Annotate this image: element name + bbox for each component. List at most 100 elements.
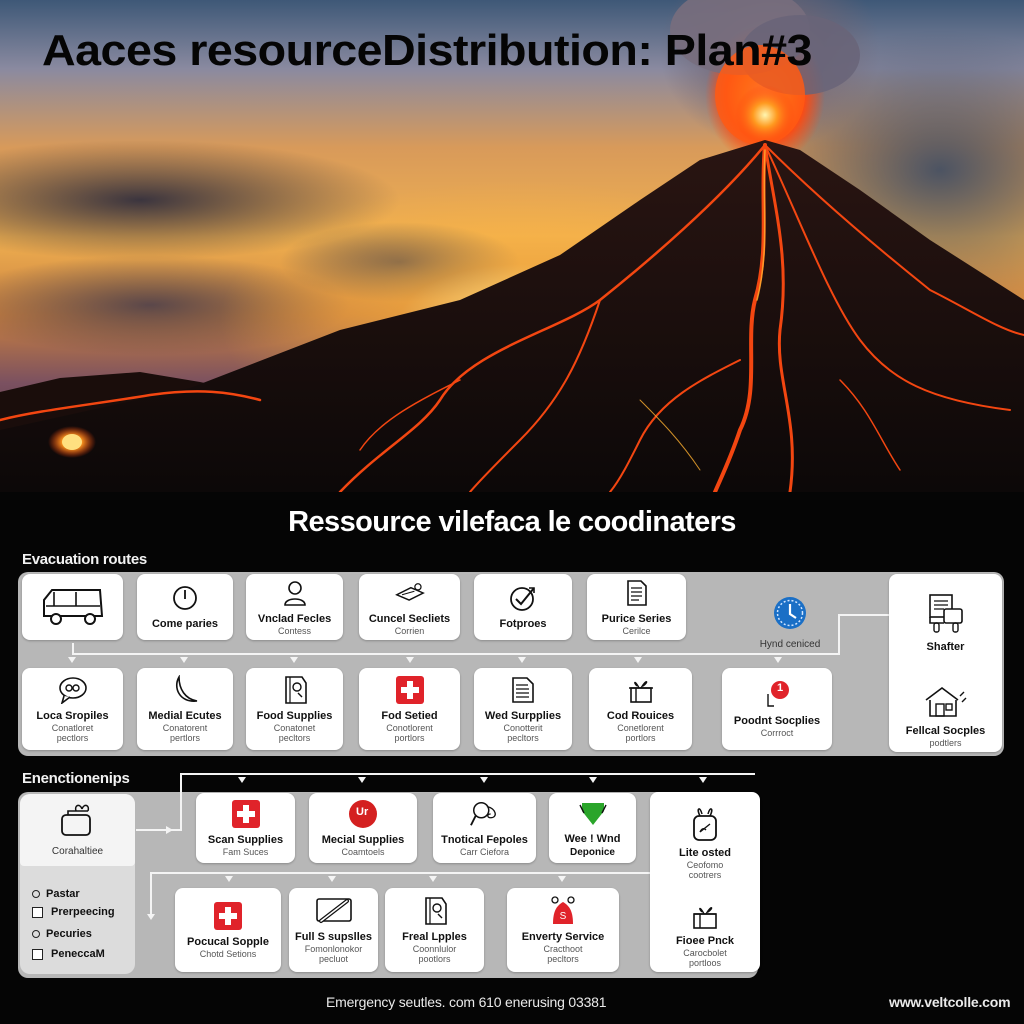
evac-card-purice-series[interactable]: Purice Series Cerilce [587, 574, 686, 640]
evac-card-loca-sropiles[interactable]: Loca Sropiles Conatloret pectlors [22, 668, 123, 750]
evac-side-card[interactable]: Shafter Fellcal Socples podtlers [889, 574, 1002, 752]
emerg-card-wee-wnd[interactable]: Wee ! Wnd Deponice [549, 793, 636, 863]
card-subtitle-2: portlors [625, 733, 656, 743]
icon-glyph: Ur [356, 805, 369, 818]
red-circle-icon: Ur [348, 799, 378, 829]
connector [136, 829, 180, 831]
emerg-card-enverty-service[interactable]: S Enverty Service Cracthoot pecltors [507, 888, 619, 972]
green-shield-icon [578, 798, 608, 828]
card-subtitle: Carocbolet [683, 948, 727, 958]
arrow-down-icon [328, 876, 336, 882]
card-title: Wee ! Wnd [564, 832, 621, 845]
clock-node[interactable]: Hynd ceniced [740, 596, 840, 650]
evac-card-fotproes[interactable]: Fotproes [474, 574, 572, 640]
card-subtitle: Coamtoels [341, 846, 385, 857]
clock-outline-icon [170, 583, 200, 613]
arrow-down-icon [480, 777, 488, 783]
arrow-down-icon [774, 657, 782, 663]
card-subtitle: Fomonlonokor [304, 944, 363, 954]
emerg-card-full-s-supslles[interactable]: Full S supslles Fomonlonokor pecluot [289, 888, 378, 972]
arrow-down-icon [634, 657, 642, 663]
card-subtitle: Fam Suces [222, 846, 269, 857]
emerg-side-card[interactable]: Lite osted Ceofomo cootrers Fioee Pnck C… [650, 792, 760, 972]
arrow-down-icon [68, 657, 76, 663]
card-subtitle: Coonnlulor [412, 944, 457, 954]
checkbox[interactable] [32, 906, 43, 918]
evac-card-poodnt-socplies[interactable]: 1 Poodnt Socplies Corrroct [722, 668, 832, 750]
evac-card-wed-surpplies[interactable]: Wed Surpplies Conotterit pecltors [474, 668, 572, 750]
checkbox[interactable] [32, 948, 43, 960]
card-subtitle: Carr Ciefora [459, 846, 509, 857]
book-icon [280, 675, 310, 705]
connector [72, 643, 74, 655]
evac-card-vnclad-fecles[interactable]: Vnclad Fecles Contess [246, 574, 343, 640]
evac-card-van[interactable] [22, 574, 123, 640]
radio-button[interactable] [32, 930, 40, 938]
card-title: Loca Sropiles [36, 710, 109, 722]
card-subtitle-2: pectlors [56, 733, 89, 743]
svg-text:S: S [560, 911, 567, 922]
option-checkbox-1[interactable]: Prerpeecing [32, 906, 115, 918]
arrow-right-icon [166, 826, 173, 834]
card-title: Mecial Supplies [321, 833, 405, 846]
card-subtitle-2: portlors [394, 733, 425, 743]
evac-card-come-paries[interactable]: Come paries [137, 574, 233, 640]
document-pen-icon [394, 578, 425, 608]
card-title: Vnclad Fecles [257, 612, 332, 625]
chat-bubble-icon [58, 675, 88, 705]
emerg-card-scan-supplies[interactable]: Scan Supplies Fam Suces [196, 793, 295, 863]
arrow-down-icon [406, 657, 414, 663]
evac-card-cuncel-secliets[interactable]: Cuncel Secliets Corrien [359, 574, 460, 640]
evac-card-fod-setied[interactable]: Fod Setied Conotlorent portlors [359, 668, 460, 750]
card-title: Enverty Service [521, 931, 605, 943]
option-label: Pecuries [46, 928, 92, 940]
section-heading: Ressource vilefaca le coodinaters [288, 506, 736, 538]
card-title: Lite osted [679, 847, 731, 859]
check-circle-icon [508, 583, 538, 613]
connector [838, 614, 840, 655]
card-title: Cuncel Secliets [368, 612, 451, 625]
connector [150, 872, 660, 874]
emerg-card-freal-lpples[interactable]: Freal Lpples Coonnlulor pootlors [385, 888, 484, 972]
option-radio-2[interactable]: Pecuries [32, 928, 92, 940]
card-subtitle: Conatonet [273, 723, 316, 733]
option-radio-1[interactable]: Pastar [32, 888, 80, 900]
document-icon [622, 578, 652, 608]
card-subtitle: Corrien [394, 625, 425, 636]
card-subtitle: Cracthoot [543, 944, 583, 954]
evacuation-routes-label: Evacuation routes [22, 551, 147, 568]
truck-icon [924, 592, 968, 636]
arrow-down-icon [589, 777, 597, 783]
card-subtitle: podtlers [929, 738, 962, 748]
option-label: Pastar [46, 888, 80, 900]
clock-node-label: Hynd ceniced [759, 639, 821, 650]
card-title: Come paries [151, 618, 219, 630]
evac-card-medial-ecutes[interactable]: Medial Ecutes Conatorent pertlors [137, 668, 233, 750]
footer-contact: Emergency seutles. com 610 enerusing 033… [326, 994, 607, 1010]
red-cross-icon [395, 675, 425, 705]
option-checkbox-2[interactable]: PeneccaM [32, 948, 105, 960]
card-subtitle: Contess [277, 625, 312, 636]
card-title: Tnotical Fepoles [441, 833, 528, 846]
magnifier-icon [469, 799, 500, 829]
evac-card-cod-rouices[interactable]: Cod Rouices Conetlorent portlors [589, 668, 692, 750]
radio-button[interactable] [32, 890, 40, 898]
card-subtitle-2: pecltors [507, 733, 539, 743]
footer-url-link[interactable]: www.veltcolle.com [889, 994, 1011, 1010]
emerg-card-tnotical-fepoles[interactable]: Tnotical Fepoles Carr Ciefora [433, 793, 536, 863]
gift-icon [626, 675, 656, 705]
moon-icon [170, 675, 200, 705]
red-bell-icon: S [548, 896, 578, 926]
emergency-left-panel: Corahaltiee [20, 794, 135, 974]
card-subtitle-2: pecltors [547, 954, 579, 964]
corahaltiee-card[interactable]: Corahaltiee [20, 794, 135, 866]
emerg-card-pocucal-sopple[interactable]: Pocucal Sopple Chotd Setions [175, 888, 281, 972]
card-title: Fioee Pnck [675, 935, 735, 947]
card-subtitle: Conotlorent [386, 723, 433, 733]
emerg-card-mecial-supplies[interactable]: Ur Mecial Supplies Coamtoels [309, 793, 417, 863]
card-title: Cod Rouices [606, 710, 675, 722]
evac-card-food-supplies[interactable]: Food Supplies Conatonet pecltors [246, 668, 343, 750]
card-title: Medial Ecutes [148, 710, 222, 722]
book-icon [420, 896, 450, 926]
